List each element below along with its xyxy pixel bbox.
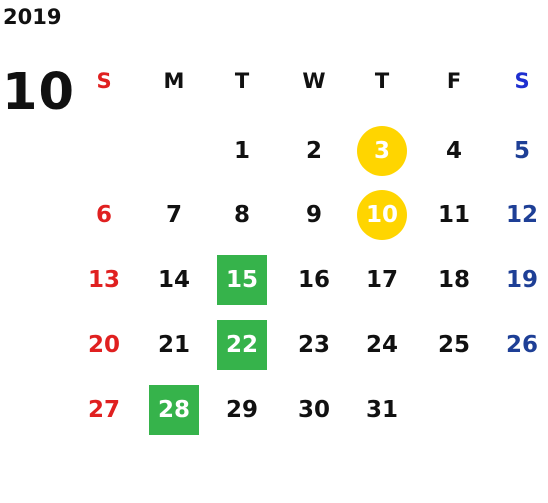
day-cell-26[interactable]: 26 — [497, 320, 547, 370]
day-number: 7 — [165, 201, 182, 228]
day-cell-16[interactable]: 16 — [289, 255, 339, 305]
day-number: 20 — [87, 331, 120, 358]
day-number: 5 — [513, 137, 530, 164]
day-cell-13[interactable]: 13 — [79, 255, 129, 305]
day-number: 1 — [233, 137, 250, 164]
day-number: 30 — [297, 396, 330, 423]
day-cell-17[interactable]: 17 — [357, 255, 407, 305]
day-number: 22 — [225, 331, 258, 358]
day-cell-22[interactable]: 22 — [217, 320, 267, 370]
day-number: 16 — [297, 266, 330, 293]
day-cell-9[interactable]: 9 — [289, 190, 339, 240]
day-cell-1[interactable]: 1 — [217, 126, 267, 176]
day-number: 12 — [505, 201, 538, 228]
weekday-thu: T — [374, 69, 390, 93]
day-number: 9 — [305, 201, 322, 228]
day-cell-29[interactable]: 29 — [217, 385, 267, 435]
day-cell-5[interactable]: 5 — [497, 126, 547, 176]
day-number: 8 — [233, 201, 250, 228]
day-cell-10[interactable]: 10 — [357, 190, 407, 240]
day-cell-30[interactable]: 30 — [289, 385, 339, 435]
weekday-sun: S — [96, 69, 112, 93]
weekday-mon: M — [163, 69, 185, 93]
day-cell-20[interactable]: 20 — [79, 320, 129, 370]
day-cell-18[interactable]: 18 — [429, 255, 479, 305]
day-cell-4[interactable]: 4 — [429, 126, 479, 176]
day-number: 4 — [445, 137, 462, 164]
weekday-wed: W — [302, 69, 326, 93]
day-cell-15[interactable]: 15 — [217, 255, 267, 305]
day-number: 3 — [373, 137, 390, 164]
day-number: 24 — [365, 331, 398, 358]
day-number: 18 — [437, 266, 470, 293]
day-number: 6 — [95, 201, 112, 228]
day-cell-19[interactable]: 19 — [497, 255, 547, 305]
day-cell-27[interactable]: 27 — [79, 385, 129, 435]
day-cell-24[interactable]: 24 — [357, 320, 407, 370]
day-number: 13 — [87, 266, 120, 293]
month-number: 10 — [2, 63, 75, 122]
weekday-fri: F — [446, 69, 462, 93]
day-number: 23 — [297, 331, 330, 358]
day-number: 31 — [365, 396, 398, 423]
day-cell-23[interactable]: 23 — [289, 320, 339, 370]
day-cell-3[interactable]: 3 — [357, 126, 407, 176]
day-cell-8[interactable]: 8 — [217, 190, 267, 240]
day-cell-14[interactable]: 14 — [149, 255, 199, 305]
day-number: 2 — [305, 137, 322, 164]
day-number: 26 — [505, 331, 538, 358]
day-number: 25 — [437, 331, 470, 358]
day-number: 17 — [365, 266, 398, 293]
weekday-tue: T — [234, 69, 250, 93]
day-cell-2[interactable]: 2 — [289, 126, 339, 176]
day-cell-12[interactable]: 12 — [497, 190, 547, 240]
day-number: 27 — [87, 396, 120, 423]
day-number: 11 — [437, 201, 470, 228]
day-number: 10 — [365, 201, 398, 228]
day-cell-7[interactable]: 7 — [149, 190, 199, 240]
day-cell-28[interactable]: 28 — [149, 385, 199, 435]
day-number: 29 — [225, 396, 258, 423]
day-cell-25[interactable]: 25 — [429, 320, 479, 370]
day-number: 15 — [225, 266, 258, 293]
day-number: 14 — [157, 266, 190, 293]
year-label: 2019 — [3, 5, 62, 29]
day-number: 28 — [157, 396, 190, 423]
day-cell-31[interactable]: 31 — [357, 385, 407, 435]
day-number: 21 — [157, 331, 190, 358]
day-cell-6[interactable]: 6 — [79, 190, 129, 240]
day-cell-11[interactable]: 11 — [429, 190, 479, 240]
day-number: 19 — [505, 266, 538, 293]
weekday-sat: S — [514, 69, 530, 93]
day-cell-21[interactable]: 21 — [149, 320, 199, 370]
